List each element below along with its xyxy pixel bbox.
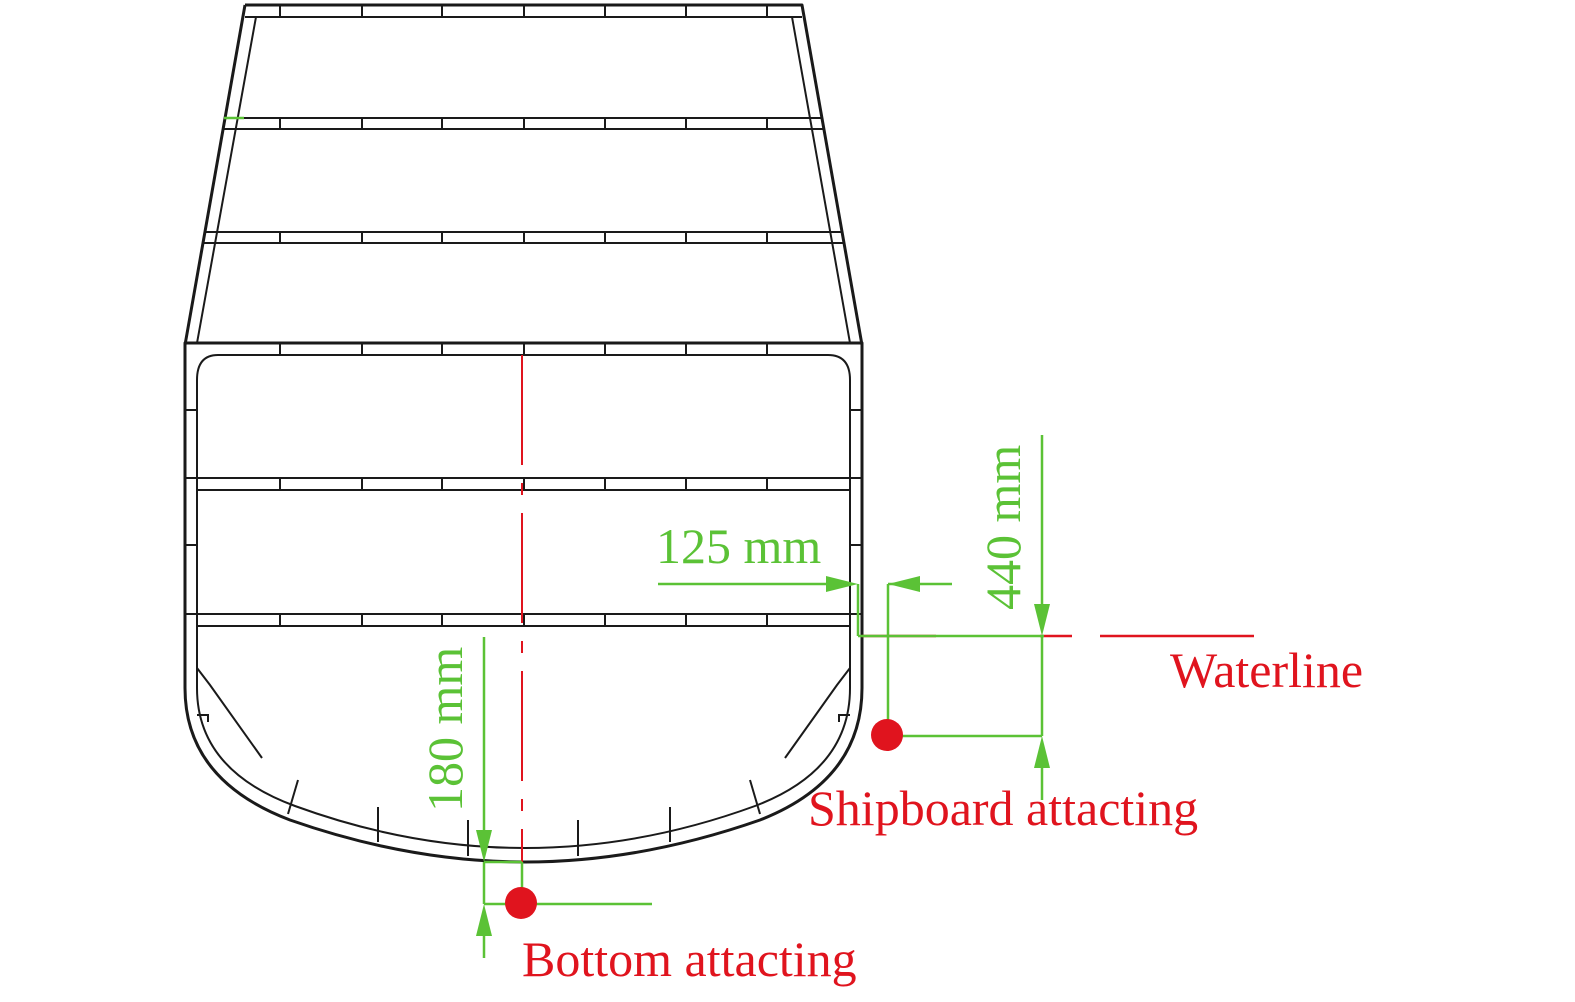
lower-outer-shell [183,341,864,864]
dimension-180mm-label: 180 mm [417,647,473,812]
upper-outer-shell [183,3,864,346]
shipboard-attaching-point [871,719,903,751]
bottom-attaching-label: Bottom attacting [522,931,857,987]
dimension-125mm-label: 125 mm [656,518,821,574]
upper-structure [183,3,864,346]
stiffener-ticks [185,5,862,626]
waterline-label: Waterline [1170,642,1363,698]
upper-inner-shell [196,16,851,344]
lower-inner-shell [196,354,851,850]
bilge-bracket-right [784,667,851,759]
lower-hull [183,341,864,864]
shipboard-attaching-label: Shipboard attacting [808,780,1198,836]
dimension-180mm [476,637,652,958]
dimension-440mm-label: 440 mm [975,445,1031,610]
bottom-attaching-point [505,887,537,919]
bilge-bracket-left [196,667,263,759]
dimension-125mm [658,576,1044,735]
dimension-440mm [888,435,1050,800]
